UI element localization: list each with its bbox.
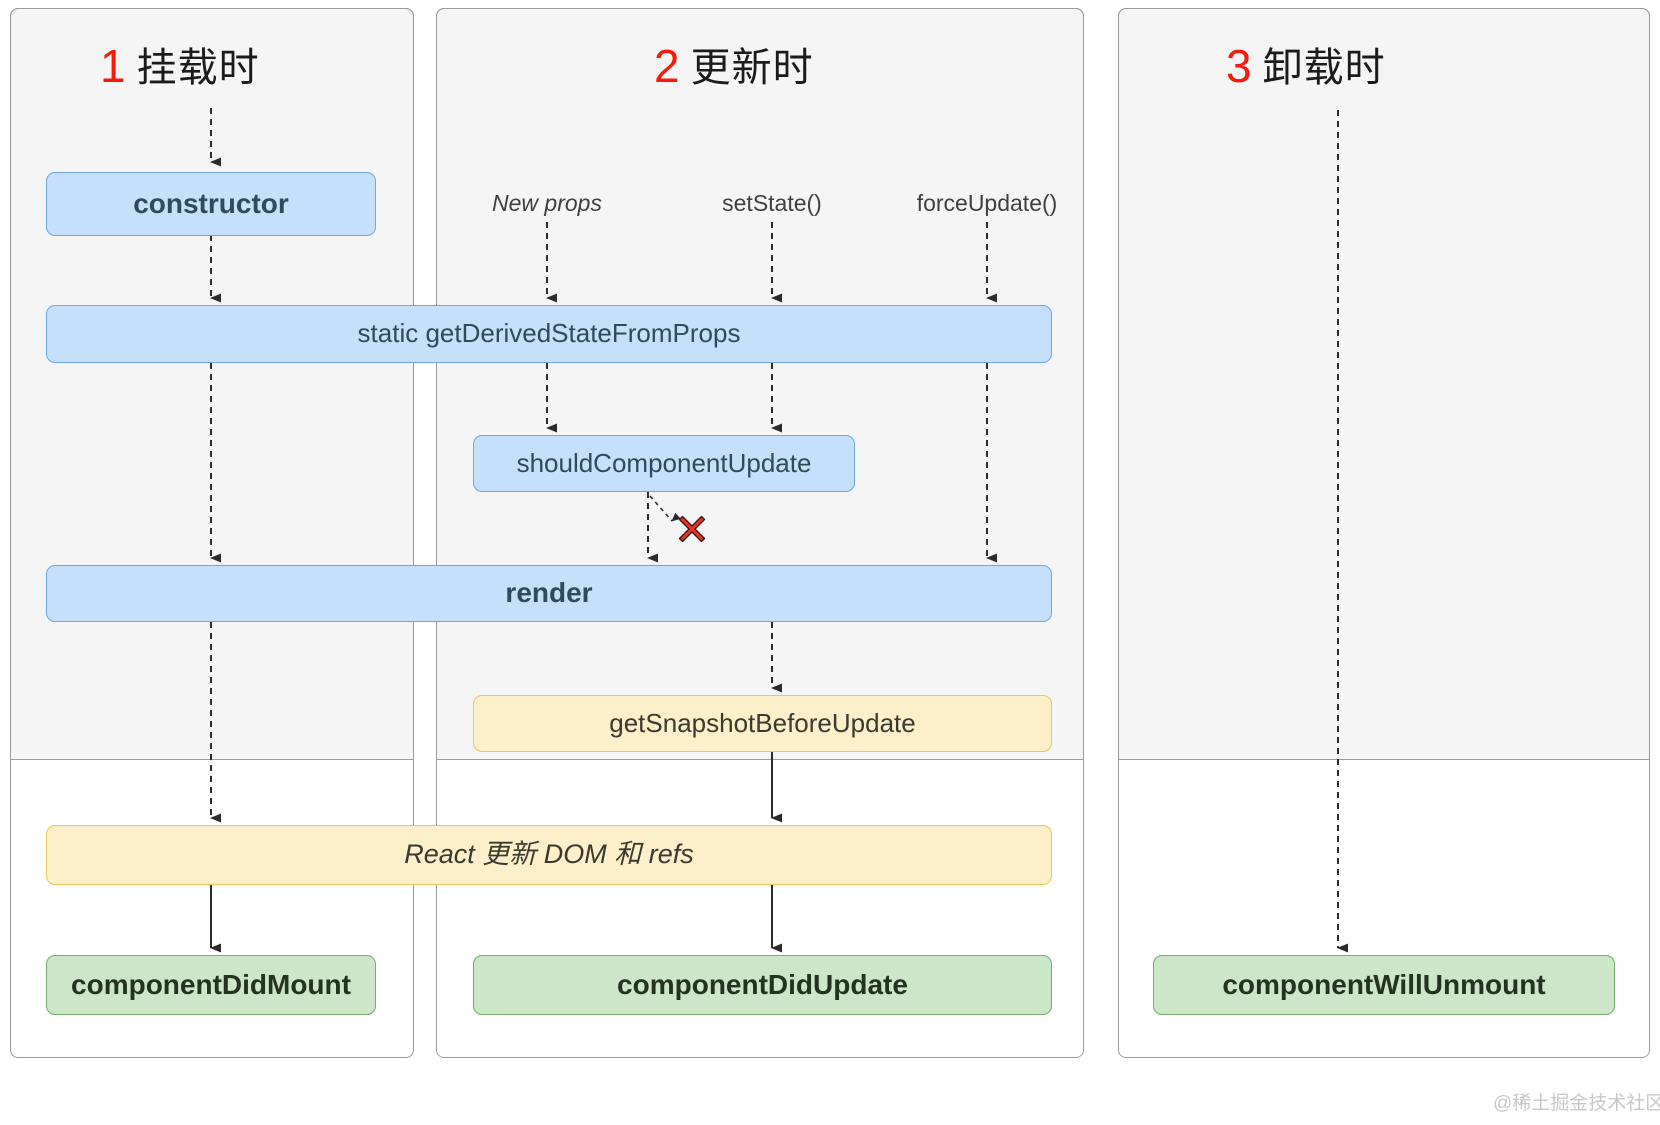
trigger-label-force-update: forceUpdate() <box>916 190 1058 216</box>
phase-number: 1 <box>100 40 127 92</box>
node-component-will-unmount[interactable]: componentWillUnmount <box>1153 955 1615 1015</box>
node-constructor[interactable]: constructor <box>46 172 376 236</box>
phase-label: 更新时 <box>690 46 814 90</box>
panel-updating <box>436 8 1084 1058</box>
phase-label: 卸载时 <box>1262 46 1386 90</box>
panel-updating-shaded <box>436 8 1084 760</box>
node-render[interactable]: render <box>46 565 1052 622</box>
panel-unmounting-shaded <box>1118 8 1650 760</box>
node-component-did-update[interactable]: componentDidUpdate <box>473 955 1052 1015</box>
phase-label: 挂载时 <box>136 46 260 90</box>
panel-unmounting <box>1118 8 1650 1058</box>
node-get-snapshot-before-update[interactable]: getSnapshotBeforeUpdate <box>473 695 1052 752</box>
blocked-x-icon <box>676 513 708 545</box>
trigger-label-new-props: New props <box>492 190 602 216</box>
node-component-did-mount[interactable]: componentDidMount <box>46 955 376 1015</box>
node-should-component-update[interactable]: shouldComponentUpdate <box>473 435 855 492</box>
watermark: @稀土掘金技术社区 <box>1493 1093 1660 1114</box>
node-react-updates-dom[interactable]: React 更新 DOM 和 refs <box>46 825 1052 885</box>
phase-number: 3 <box>1226 40 1253 92</box>
phase-number: 2 <box>654 40 681 92</box>
node-get-derived-state-from-props[interactable]: static getDerivedStateFromProps <box>46 305 1052 363</box>
panel-mounting <box>10 8 414 1058</box>
trigger-label-set-state: setState() <box>722 190 822 216</box>
